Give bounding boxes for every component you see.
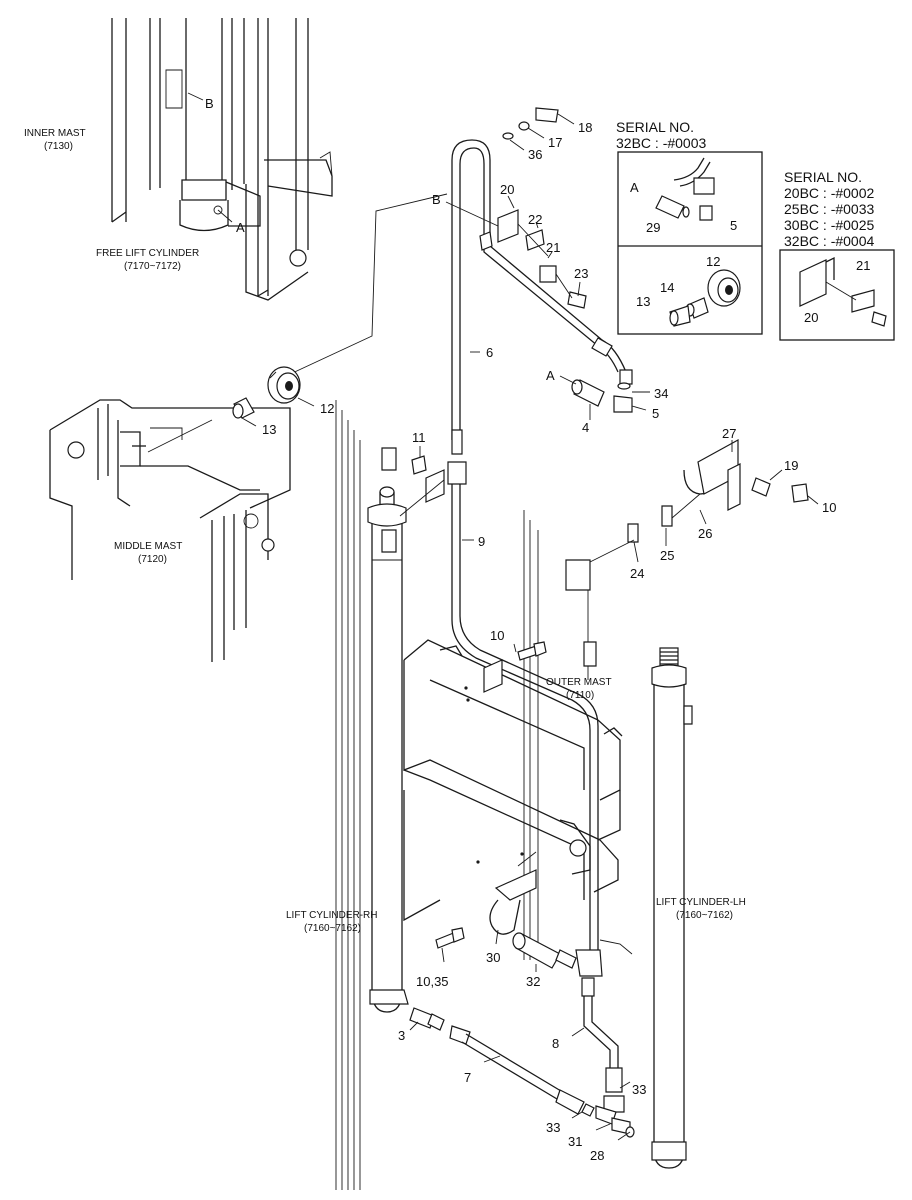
leader-lines bbox=[409, 113, 819, 1141]
callout-32: 32 bbox=[526, 974, 540, 989]
callout-36: 36 bbox=[528, 147, 542, 162]
callout-10-bracket: 10 bbox=[822, 500, 836, 515]
callout-9: 9 bbox=[478, 534, 485, 549]
serial-box-1-heading: SERIAL NO. bbox=[616, 119, 694, 135]
inner-mast-title: INNER MAST bbox=[24, 128, 86, 139]
callout-17: 17 bbox=[548, 135, 562, 150]
pipe-6 bbox=[451, 139, 633, 455]
callout-26: 26 bbox=[698, 526, 712, 541]
fitting-31-28 bbox=[611, 1117, 635, 1138]
inner-mast-drawing bbox=[111, 18, 333, 301]
callout-24: 24 bbox=[630, 566, 644, 581]
clamp-bracket-group bbox=[565, 438, 809, 667]
callout-27: 27 bbox=[722, 426, 736, 441]
serial-box-1-callout-13: 13 bbox=[636, 294, 650, 309]
serial-box-1-callout-a: A bbox=[630, 180, 639, 195]
callout-22: 22 bbox=[528, 212, 542, 227]
callout-19: 19 bbox=[784, 458, 798, 473]
callout-10-35: 10,35 bbox=[416, 974, 449, 989]
pulley-12 bbox=[267, 366, 301, 404]
serial-box-2-callout-20: 20 bbox=[804, 310, 818, 325]
callout-20: 20 bbox=[500, 182, 514, 197]
serial-box-2-line-1: 20BC : -#0002 bbox=[784, 185, 874, 201]
lift-cylinder-lh-code: (7160~7162) bbox=[676, 910, 733, 921]
serial-box-2-heading: SERIAL NO. bbox=[784, 169, 862, 185]
callout-a-inner-mast: A bbox=[236, 220, 245, 235]
callout-6: 6 bbox=[486, 345, 493, 360]
serial-box-1-callout-29: 29 bbox=[646, 220, 660, 235]
middle-mast-code: (7120) bbox=[138, 554, 167, 565]
callout-30: 30 bbox=[486, 950, 500, 965]
callout-3: 3 bbox=[398, 1028, 405, 1043]
serial-box-2 bbox=[779, 249, 895, 341]
serial-box-1-callout-14: 14 bbox=[660, 280, 674, 295]
middle-mast-drawing bbox=[49, 399, 291, 662]
callout-10-mid: 10 bbox=[490, 628, 504, 643]
clamp-30 bbox=[489, 851, 537, 935]
inner-mast-code: (7130) bbox=[44, 141, 73, 152]
middle-mast-title: MIDDLE MAST bbox=[114, 541, 182, 552]
top-fitting-group bbox=[479, 107, 587, 309]
callout-8: 8 bbox=[552, 1036, 559, 1051]
serial-box-2-line-2: 25BC : -#0033 bbox=[784, 201, 874, 217]
callout-33-left: 33 bbox=[546, 1120, 560, 1135]
callout-11: 11 bbox=[412, 430, 426, 445]
serial-box-1-callout-12: 12 bbox=[706, 254, 720, 269]
lift-cylinder-lh bbox=[651, 647, 693, 1169]
lift-cylinder-lh-title: LIFT CYLINDER-LH bbox=[656, 897, 746, 908]
callout-4: 4 bbox=[582, 420, 589, 435]
bracket-11 bbox=[399, 455, 445, 517]
lift-cylinder-rh-title: LIFT CYLINDER-RH bbox=[286, 910, 378, 921]
serial-box-2-line-4: 32BC : -#0004 bbox=[784, 233, 874, 249]
callout-5: 5 bbox=[652, 406, 659, 421]
hose-8 bbox=[575, 949, 625, 1125]
collar-13 bbox=[232, 397, 255, 419]
lift-cylinder-rh-code: (7160~7162) bbox=[304, 923, 361, 934]
serial-box-1-callout-5: 5 bbox=[730, 218, 737, 233]
serial-box-1-line: 32BC : -#0003 bbox=[616, 135, 706, 151]
bolt-10-mid bbox=[483, 641, 547, 693]
serial-box-2-callout-21: 21 bbox=[856, 258, 870, 273]
pipe-end-4-5-34 bbox=[571, 379, 633, 413]
serial-box-2-line-3: 30BC : -#0025 bbox=[784, 217, 874, 233]
callout-23: 23 bbox=[574, 266, 588, 281]
callout-34: 34 bbox=[654, 386, 668, 401]
pipe-9 bbox=[447, 461, 599, 950]
callout-18: 18 bbox=[578, 120, 592, 135]
filter-32 bbox=[512, 932, 577, 969]
callout-28: 28 bbox=[590, 1148, 604, 1163]
outer-mast-crossmember bbox=[403, 639, 633, 955]
callout-21: 21 bbox=[546, 240, 560, 255]
callout-a-pipe-end: A bbox=[546, 368, 555, 383]
serial-box-1 bbox=[617, 151, 763, 335]
fitting-3 bbox=[409, 1007, 445, 1031]
callout-7: 7 bbox=[464, 1070, 471, 1085]
callout-12-pulley: 12 bbox=[320, 401, 334, 416]
callout-b-pipe: B bbox=[432, 192, 441, 207]
lift-cylinder-rh bbox=[367, 447, 409, 1013]
callout-31: 31 bbox=[568, 1134, 582, 1149]
free-lift-cylinder-title: FREE LIFT CYLINDER bbox=[96, 248, 199, 259]
bolt-10-35-lower bbox=[435, 927, 465, 949]
free-lift-cylinder-code: (7170~7172) bbox=[124, 261, 181, 272]
callout-25: 25 bbox=[660, 548, 674, 563]
callout-13-collar: 13 bbox=[262, 422, 276, 437]
hose-7 bbox=[449, 1025, 595, 1117]
callout-b-inner-mast: B bbox=[205, 96, 214, 111]
outer-mast-title: OUTER MAST bbox=[546, 677, 612, 688]
callout-33-right: 33 bbox=[632, 1082, 646, 1097]
